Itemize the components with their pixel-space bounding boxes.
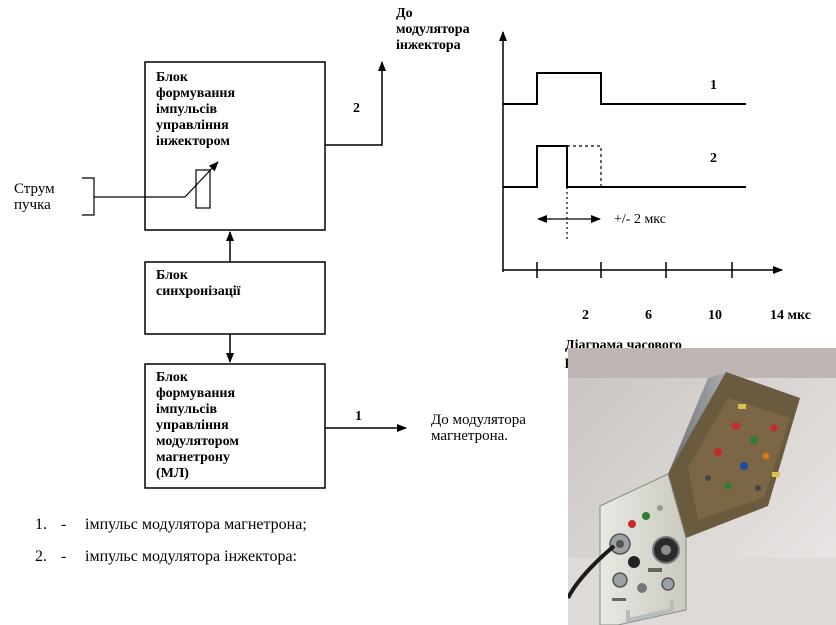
- legend-text: імпульс модулятора магнетрона;: [85, 515, 307, 535]
- to-injector-modulator-label: До модулятора інжектора: [396, 6, 470, 54]
- signal-2-shift-dashed: [567, 146, 601, 187]
- variable-resistor: [196, 170, 210, 208]
- output-2-label: 2: [353, 101, 360, 117]
- magnetron-block-label: Блок формування імпульсів управління мод…: [156, 370, 239, 482]
- beam-current-bracket: [82, 178, 94, 215]
- output-1-label: 1: [355, 409, 362, 425]
- legend-item-1: 1. - імпульс модулятора магнетрона;: [35, 515, 307, 535]
- legend-item-2: 2. - імпульс модулятора інжектора:: [35, 547, 297, 567]
- legend-number: 1.: [35, 515, 57, 535]
- beam-current-label: Струм пучка: [14, 181, 55, 213]
- legend-text: імпульс модулятора інжектора:: [85, 547, 297, 567]
- legend-number: 2.: [35, 547, 57, 567]
- module-illustration: [568, 348, 836, 625]
- to-magnetron-modulator-label: До модулятора магнетрона.: [431, 412, 526, 444]
- tick-label-2: 2: [582, 308, 589, 324]
- injector-block-label: Блок формування імпульсів управління інж…: [156, 70, 235, 150]
- legend-dash: -: [61, 547, 81, 567]
- sync-block-label: Блок синхронізації: [156, 268, 241, 300]
- signal-1-label: 1: [710, 78, 717, 94]
- legend-dash: -: [61, 515, 81, 535]
- tick-label-6: 6: [645, 308, 652, 324]
- electronic-module-photo: [568, 348, 836, 625]
- tick-label-10: 10: [708, 308, 722, 324]
- shift-label: +/- 2 мкс: [614, 212, 666, 228]
- signal-2-label: 2: [710, 151, 717, 167]
- tick-label-14: 14 мкс: [770, 308, 811, 324]
